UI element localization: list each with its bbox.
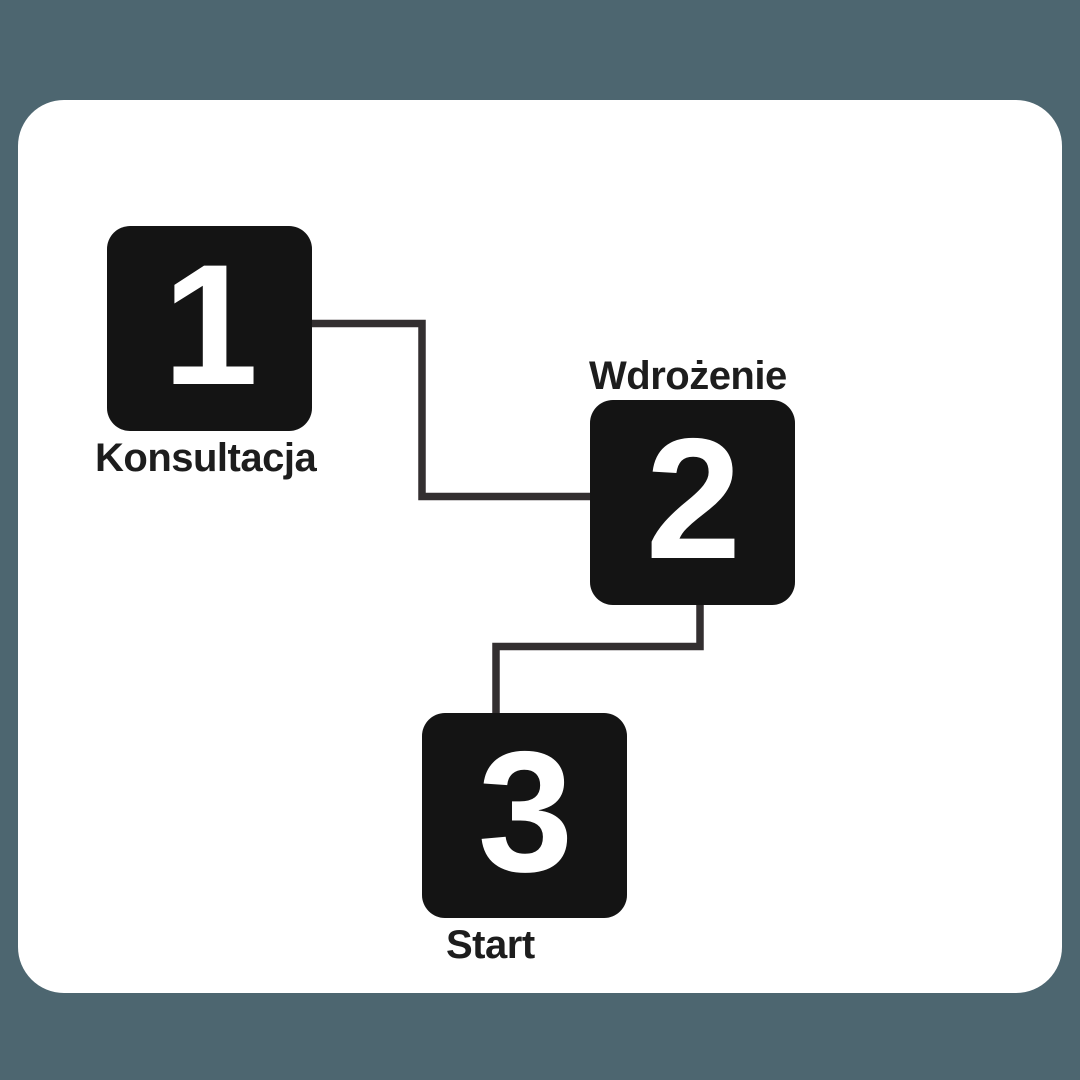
step-3-number: 3	[477, 715, 574, 908]
step-2-label: Wdrożenie	[589, 354, 787, 398]
step-3-box[interactable]: 3	[422, 713, 627, 918]
connector-2-to-3	[492, 605, 704, 713]
connector-1-to-2	[312, 319, 590, 501]
step-1-box[interactable]: 1	[107, 226, 312, 431]
step-2-number: 2	[645, 402, 742, 595]
step-2-box[interactable]: 2	[590, 400, 795, 605]
step-1-label: Konsultacja	[95, 436, 317, 480]
step-3-label: Start	[446, 923, 535, 967]
step-1-number: 1	[162, 228, 259, 421]
